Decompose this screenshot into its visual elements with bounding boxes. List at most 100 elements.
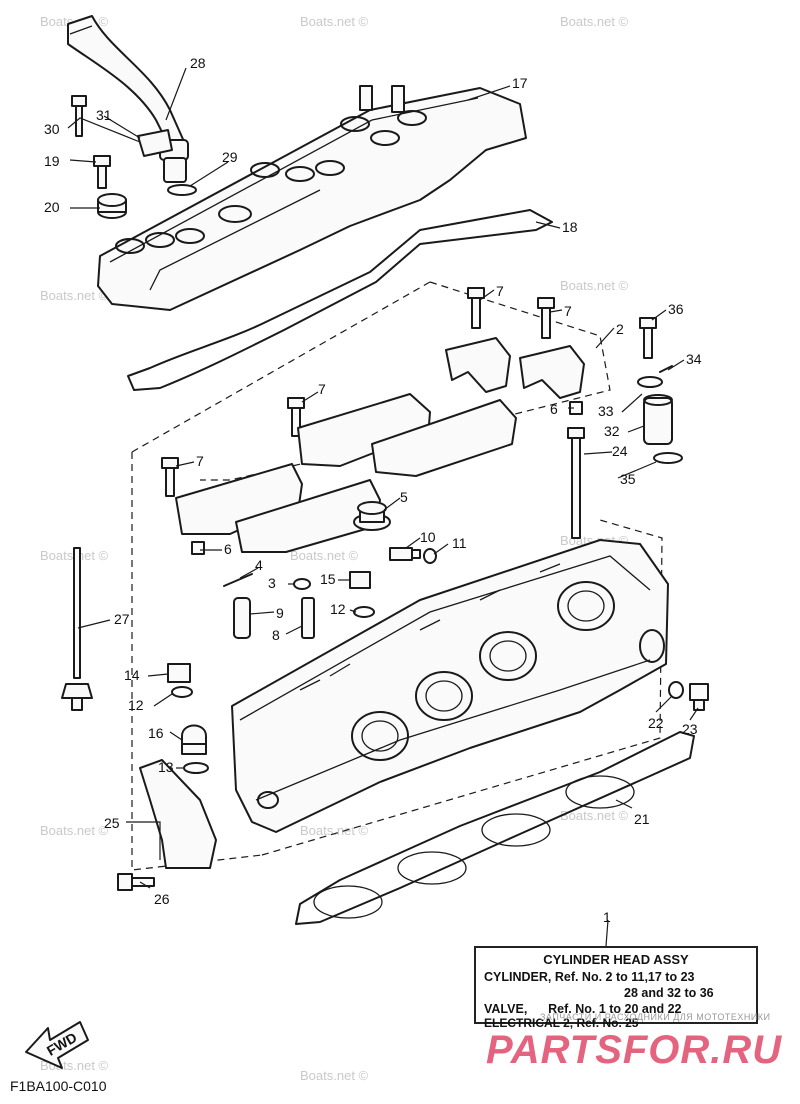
part-label: 7: [564, 303, 572, 319]
part-8-valve-guide: [301, 597, 315, 639]
part-13-washer: [183, 762, 209, 774]
part-36-bolt: [639, 317, 657, 359]
watermark: Boats.net ©: [290, 548, 359, 563]
site-tagline: ЗАПЧАСТИ И РАСХОДНИКИ ДЛЯ МОТОТЕХНИКИ: [540, 1012, 771, 1022]
part-35-o-ring: [653, 452, 683, 464]
site-brand-logo: PARTSFOR.RU: [486, 1028, 783, 1072]
part-label: 30: [44, 121, 60, 137]
part-label: 16: [148, 725, 164, 741]
part-label: 13: [158, 759, 174, 775]
part-label: 34: [686, 351, 702, 367]
part-19-bolt: [93, 155, 111, 189]
part-22-washer: [668, 681, 684, 699]
part-27-stud: [61, 547, 93, 711]
legend-row: ELECTRICAL 2, Ref. No. 25: [484, 1016, 639, 1030]
part-25-bracket: [139, 759, 217, 869]
watermark: Boats.net ©: [560, 278, 629, 293]
part-20-grommet: [97, 193, 127, 219]
cylinder-head-body: [231, 539, 669, 833]
part-34-pin: [659, 365, 673, 373]
part-12-washer: [171, 686, 193, 698]
part-7-bolts: [161, 287, 555, 497]
part-4-valve-cotter: [223, 573, 253, 587]
part-31-clamp: [137, 129, 173, 157]
part-label: 14: [124, 667, 140, 683]
part-label: 4: [255, 557, 263, 573]
part-3-clip: [293, 578, 311, 590]
part-label: 26: [154, 891, 170, 907]
part-label: 11: [452, 535, 467, 551]
part-label: 8: [272, 627, 280, 643]
part-9-valve-seal: [233, 597, 251, 639]
watermark: Boats.net ©: [300, 1068, 369, 1083]
part-label: 1: [603, 909, 611, 925]
part-label: 7: [196, 453, 204, 469]
part-15-nut: [349, 571, 371, 589]
part-label: 2: [616, 321, 624, 337]
part-label: 27: [114, 611, 130, 627]
part-label: 29: [222, 149, 238, 165]
watermark: Boats.net ©: [560, 808, 629, 823]
part-label: 22: [648, 715, 664, 731]
part-28-breather-hose: [67, 15, 189, 183]
leader-lines: [67, 67, 699, 947]
legend-row: VALVE, Ref. No. 1 to 20 and 22: [484, 1002, 682, 1016]
part-label: 31: [96, 107, 112, 123]
part-label: 21: [634, 811, 650, 827]
part-label: 23: [682, 721, 698, 737]
part-labels: 1 2 3 4 5 6 6 7 7 7 7 7 8 9 10 11 12 12 …: [44, 55, 702, 925]
watermarks: Boats.net © Boats.net © Boats.net © Boat…: [40, 14, 629, 1083]
part-label: 19: [44, 153, 60, 169]
part-label: 12: [128, 697, 144, 713]
part-label: 35: [620, 471, 636, 487]
part-label: 3: [268, 575, 276, 591]
part-11-washer: [423, 548, 437, 564]
assembly-boundary: [131, 281, 663, 871]
watermark: Boats.net ©: [300, 14, 369, 29]
part-label: 33: [598, 403, 614, 419]
watermark: Boats.net ©: [560, 14, 629, 29]
part-label: 12: [330, 601, 346, 617]
part-33-washer: [637, 376, 663, 388]
part-label: 32: [604, 423, 620, 439]
part-5-plug: [353, 501, 391, 531]
part-label: 28: [190, 55, 206, 71]
part-32-plunger: [643, 394, 673, 445]
part-30-bolt: [71, 95, 87, 137]
part-label: 6: [224, 541, 232, 557]
part-label: 25: [104, 815, 120, 831]
part-14-nut: [167, 663, 191, 683]
part-label: 5: [400, 489, 408, 505]
part-24-bolt: [567, 427, 585, 539]
legend-box: CYLINDER HEAD ASSY CYLINDER, Ref. No. 2 …: [474, 946, 758, 1030]
part-21-head-gasket: [295, 731, 695, 925]
part-26-bolt: [117, 873, 155, 891]
part-16-cap-nut: [181, 724, 207, 755]
part-label: 10: [420, 529, 436, 545]
part-6-dowel-pin: [191, 541, 205, 555]
part-label: 18: [562, 219, 578, 235]
part-label: 20: [44, 199, 60, 215]
part-17-head-cover: [97, 85, 527, 311]
part-10-plug: [389, 547, 421, 561]
part-label: 24: [612, 443, 628, 459]
part-label: 36: [668, 301, 684, 317]
legend-row: CYLINDER, Ref. No. 2 to 11,17 to 23: [484, 970, 695, 984]
part-label: 7: [318, 381, 326, 397]
part-label: 15: [320, 571, 336, 587]
part-label: 7: [496, 283, 504, 299]
legend-row: 28 and 32 to 36: [624, 986, 714, 1000]
part-label: 17: [512, 75, 528, 91]
part-2-camshaft-caps: [175, 337, 585, 553]
part-12-washer: [353, 606, 375, 618]
part-29-o-ring: [167, 184, 197, 196]
watermark: Boats.net ©: [40, 288, 109, 303]
watermark: Boats.net ©: [300, 823, 369, 838]
figure-code: F1BA100-C010: [10, 1078, 107, 1094]
part-label: 9: [276, 605, 284, 621]
part-23-plug: [689, 683, 709, 711]
watermark: Boats.net ©: [40, 823, 109, 838]
legend-title: CYLINDER HEAD ASSY: [543, 952, 689, 967]
part-label: 6: [550, 401, 558, 417]
